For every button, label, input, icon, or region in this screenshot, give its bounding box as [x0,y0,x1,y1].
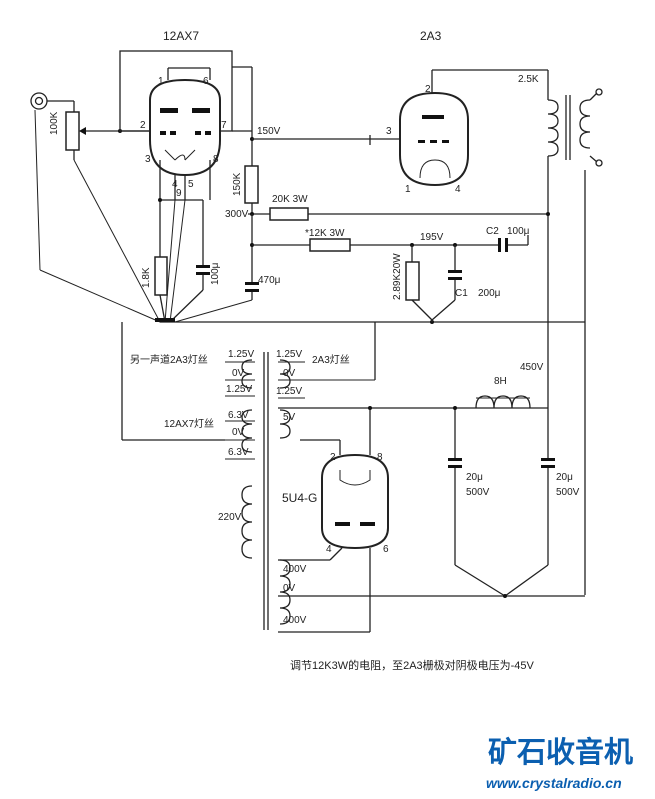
capacitor-c2-value: 100μ [507,226,530,237]
input-jack [30,92,48,110]
v1-pin-2: 2 [140,120,146,131]
decouple-capacitor-label: 470μ [258,275,281,286]
other-channel-2a3-filament: 另一声道2A3灯丝 [130,353,208,366]
v3-pin-8: 8 [377,452,383,463]
12ax7-filament-label: 12AX7灯丝 [164,418,214,430]
v1-pin-3: 3 [145,154,151,165]
wiper-arrow [79,127,86,135]
ground-symbol [155,318,175,322]
filter-capacitor-2-voltage: 500V [556,487,580,498]
v3-pin-6: 6 [383,544,389,555]
v2-pin-3: 3 [386,126,392,137]
v1-pin-1: 1 [158,76,164,87]
choke-label: 8H [494,376,507,387]
tube-5u4g [321,453,389,550]
brand-url: www.crystalradio.cn [486,775,622,791]
plate-resistor-label: 150K [232,172,243,196]
plate-resistor [244,165,259,204]
output-transformer-label: 2.5K [518,74,539,85]
filter-capacitor-2 [541,458,555,468]
pt-right-0: 0V [283,368,296,379]
pt-left-0b: 0V [232,427,245,438]
capacitor-c1 [431,245,462,321]
2a3-filament-label: 2A3灯丝 [312,354,350,366]
tube-5u4g-label: 5U4-G [282,491,317,505]
pt-left-0a: 0V [232,368,245,379]
v3-pin-4: 4 [326,544,332,555]
cathode-capacitor-label: 100μ [210,262,221,285]
voltage-150v: 150V [257,126,281,137]
volume-pot-label: 100K [49,111,60,135]
pt-left-1-25b: 1.25V [226,384,252,395]
adjustment-note: 调节12K3W的电阻，至2A3栅极对阴极电压为-45V [290,658,535,672]
resistor-20k-label: 20K 3W [272,194,308,205]
v1-pin-7: 7 [221,120,227,131]
pt-left-6-3b: 6.3V [228,447,249,458]
decouple-capacitor [245,282,259,292]
tube-12ax7-label: 12AX7 [163,29,199,43]
v1-pin-8: 8 [213,154,219,165]
capacitor-c2 [498,238,508,252]
resistor-20k [269,207,309,221]
v1-pin-9: 9 [176,188,182,199]
capacitor-c1-name: C1 [455,288,468,299]
pt-ht-400a: 400V [283,564,307,575]
v2-pin-1: 1 [405,184,411,195]
filter-capacitor-2-value: 20μ [556,472,573,483]
pt-left-1-25a: 1.25V [228,349,254,360]
capacitor-c1-value: 200μ [478,288,501,299]
v1-pin-6: 6 [203,76,209,87]
v3-pin-2: 2 [330,452,336,463]
output-transformer [547,70,603,214]
tube-2a3 [399,91,469,187]
brand-name: 矿石收音机 [488,735,633,769]
resistor-12k [309,238,351,252]
bias-resistor [405,261,420,301]
filter-capacitor-1 [448,458,462,468]
voltage-450v: 450V [520,362,544,373]
pt-right-5v: 5V [283,412,296,423]
v2-pin-4: 4 [455,184,461,195]
pt-left-6-3a: 6.3V [228,410,249,421]
cathode-resistor [154,256,168,296]
v1-pin-5: 5 [188,179,194,190]
voltage-195v: 195V [420,232,444,243]
tube-2a3-label: 2A3 [420,29,442,43]
pt-right-1-25b: 1.25V [276,386,302,397]
tube-12ax7 [149,78,221,177]
pt-ht-400b: 400V [283,615,307,626]
filter-capacitor-1-value: 20μ [466,472,483,483]
voltage-300v: 300V [225,209,249,220]
filter-choke [475,395,531,409]
cathode-resistor-label: 1.8K [141,267,152,288]
capacitor-c2-name: C2 [486,226,499,237]
cathode-capacitor [169,200,210,323]
bias-resistor-label: 2.89K20W [392,253,403,300]
pt-mains-220v: 220V [218,512,242,523]
volume-potentiometer [65,111,80,151]
filter-capacitor-1-voltage: 500V [466,487,490,498]
pt-ht-0: 0V [283,583,296,594]
pt-right-1-25a: 1.25V [276,349,302,360]
v2-pin-2: 2 [425,84,431,95]
resistor-12k-label: *12K 3W [305,228,345,239]
